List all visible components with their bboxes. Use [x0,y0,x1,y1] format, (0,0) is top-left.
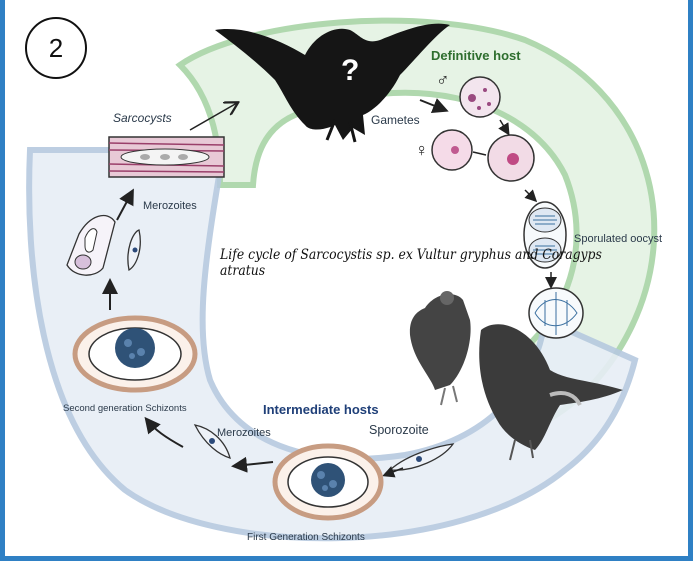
unknown-mark: ? [341,54,359,87]
sporulated-oocyst-label: Sporulated oocyst [574,233,662,245]
definitive-host-label: Definitive host [431,48,521,63]
gametes-arrow [420,100,445,110]
sarcocysts-label: Sarcocysts [113,111,172,125]
intermediate-hosts-label: Intermediate hosts [263,402,379,417]
male-symbol: ♂ [436,70,450,91]
gametes-label: Gametes [371,113,420,127]
female-arrow [473,152,486,155]
second-generation-label: Second generation Schizonts [63,403,187,414]
sarcocyst [109,137,224,177]
first-generation-schizont [275,446,381,518]
second-generation-schizont [75,318,195,390]
sporozoite-label: Sporozoite [369,423,429,437]
diagram-frame: ? [5,0,688,556]
diagram-title: Life cycle of Sarcocystis sp. ex Vultur … [220,247,651,279]
female-gamete [432,130,472,170]
oocyst-arrow [525,190,535,200]
female-symbol: ♀ [415,140,429,161]
sporocyst [529,288,583,338]
figure-number-badge: 2 [25,17,87,79]
zygote [488,135,534,181]
merozoites-top-label: Merozoites [143,200,197,212]
vulture-icon [410,291,471,405]
male-gamete [460,77,500,117]
first-generation-label: First Generation Schizonts [247,532,365,543]
merozoites-bottom-label: Merozoites [217,427,271,439]
gamete-arrow [500,120,508,133]
